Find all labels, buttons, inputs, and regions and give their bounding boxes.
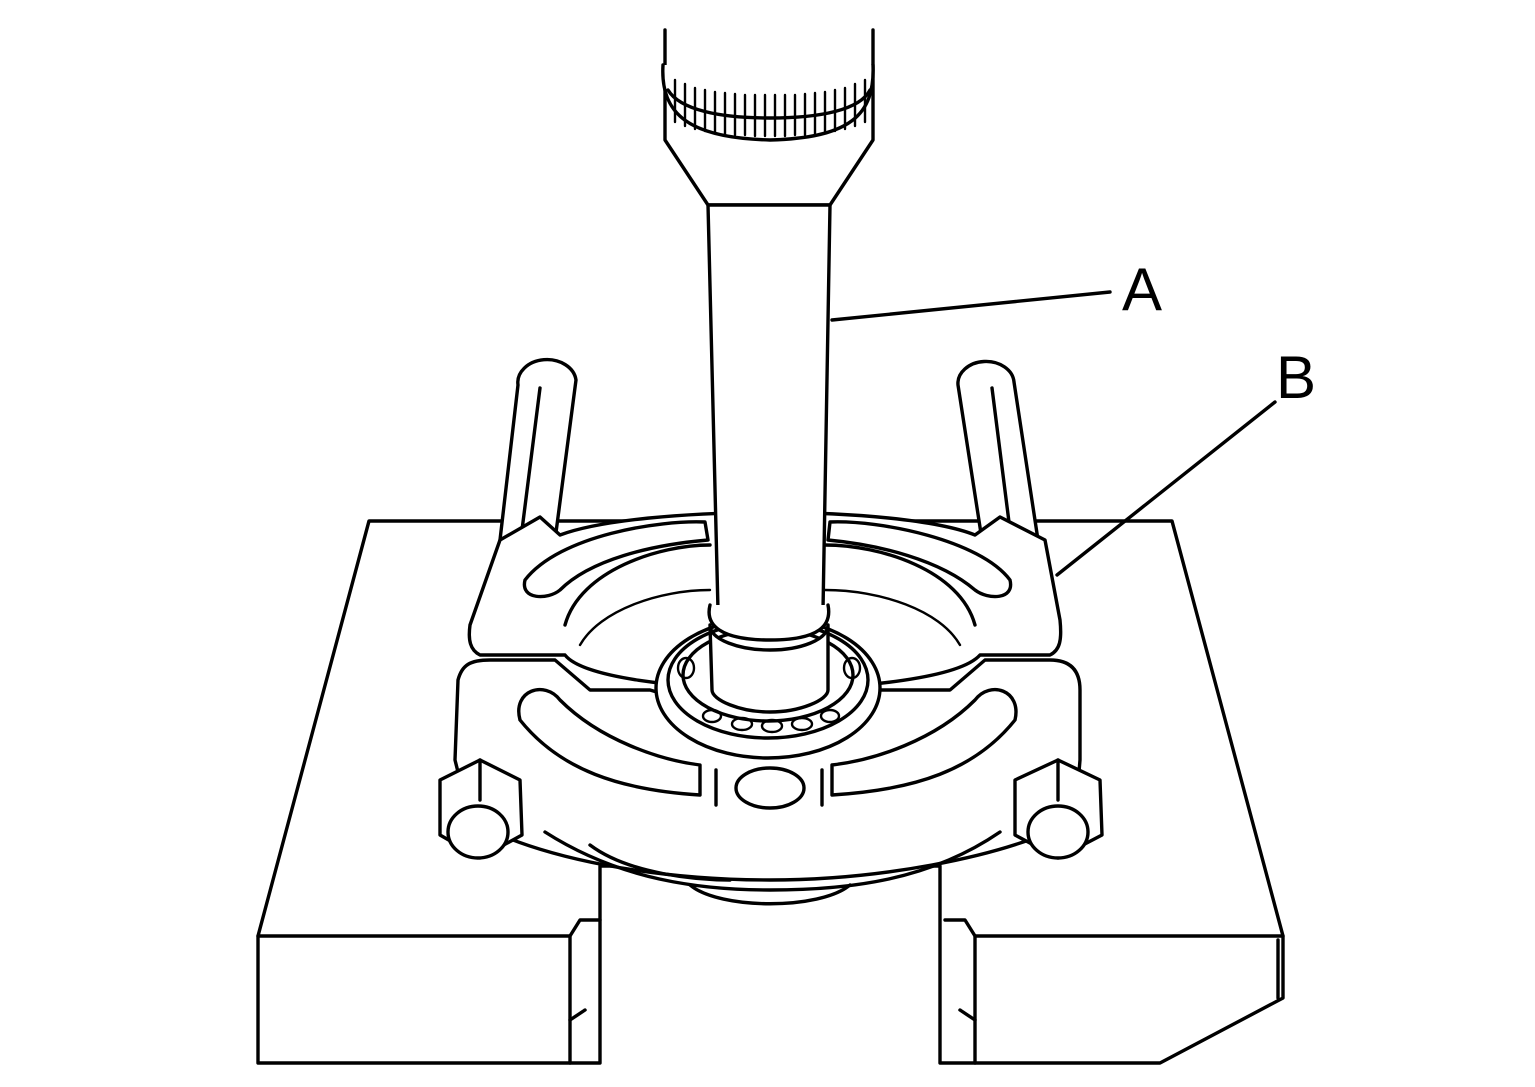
bolt-right (1013, 758, 1104, 860)
separator-rod-left (498, 357, 578, 542)
bearing-separator (438, 510, 1104, 906)
knurl-grip (673, 78, 867, 138)
separator-rod-right (956, 359, 1040, 542)
callout-b-label: B (1276, 344, 1316, 411)
callout-b: B (1055, 344, 1316, 577)
bolt-left (438, 758, 524, 860)
callout-a: A (830, 256, 1162, 323)
callout-a-label: A (1122, 256, 1162, 323)
driver-tool (661, 28, 875, 714)
